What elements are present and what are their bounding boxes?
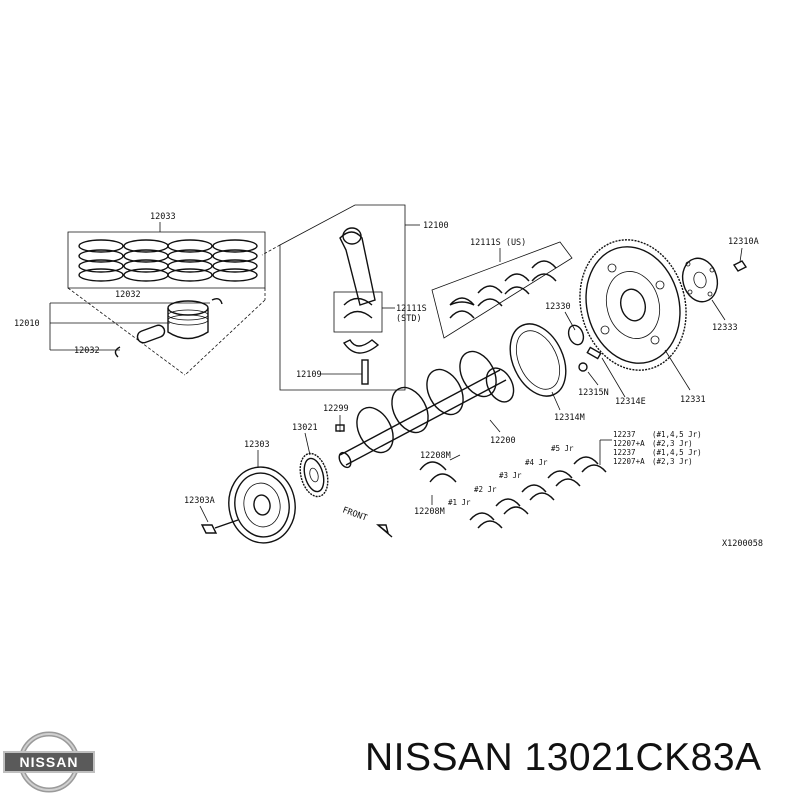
crank-sprocket: 13021 bbox=[292, 423, 329, 498]
piston-ring-set-4 bbox=[212, 239, 258, 282]
label-12033: 12033 bbox=[150, 212, 176, 222]
label-12299: 12299 bbox=[323, 404, 349, 414]
label-12032-lower: 12032 bbox=[74, 346, 100, 356]
front-indicator: FRONT bbox=[341, 505, 393, 538]
label-jr2: #2 Jr bbox=[474, 485, 497, 494]
label-12032-upper: 12032 bbox=[115, 290, 141, 300]
label-13021: 13021 bbox=[292, 423, 318, 433]
label-12310a: 12310A bbox=[728, 237, 759, 247]
piston-ring-set-2 bbox=[123, 239, 169, 282]
piston-ring-set-1 bbox=[78, 239, 124, 282]
main-bearing-group: 12208M 12208M #5 Jr #4 Jr #3 Jr #2 Jr #1… bbox=[414, 430, 702, 529]
label-12109: 12109 bbox=[296, 370, 322, 380]
label-12200: 12200 bbox=[490, 436, 516, 446]
nissan-logo-icon: NISSAN bbox=[3, 731, 95, 793]
svg-text:NISSAN: NISSAN bbox=[20, 754, 79, 770]
label-front: FRONT bbox=[341, 505, 368, 523]
label-12237-a-note: (#1,4,5 Jr) bbox=[652, 430, 702, 439]
label-12315n: 12315N bbox=[578, 388, 609, 398]
label-12207a-b-note: (#2,3 Jr) bbox=[652, 457, 693, 466]
crankshaft: 12200 12299 bbox=[323, 350, 516, 469]
crank-bearing-us-group: 12111S (US) bbox=[431, 238, 573, 339]
label-jr5: #5 Jr bbox=[551, 444, 574, 453]
label-12314m: 12314M bbox=[554, 413, 585, 423]
drive-plate-group: 12331 12333 12310A bbox=[579, 237, 759, 405]
label-12111s-std: 12111S bbox=[396, 304, 427, 314]
part-number-caption: NISSAN 13021CK83A bbox=[365, 736, 762, 779]
front-arrow-icon bbox=[376, 524, 393, 538]
label-12208m-lower: 12208M bbox=[414, 507, 445, 517]
label-std-note: (STD) bbox=[396, 314, 422, 324]
piston-rings-group: 12033 bbox=[67, 212, 266, 289]
connecting-rod-group: 12100 12111S (STD) 12109 bbox=[261, 204, 449, 391]
label-jr1: #1 Jr bbox=[448, 498, 471, 507]
label-12207a-a: 12207+A bbox=[613, 439, 645, 448]
diagram-code: X1200058 bbox=[722, 539, 763, 549]
crank-pulley: 12303 12303A bbox=[184, 440, 296, 544]
label-12010: 12010 bbox=[14, 319, 40, 329]
label-jr4: #4 Jr bbox=[525, 458, 548, 467]
label-12237-a: 12237 bbox=[613, 430, 636, 439]
label-12314e: 12314E bbox=[615, 397, 646, 407]
label-12207a-a-note: (#2,3 Jr) bbox=[652, 439, 693, 448]
label-12111s-us: 12111S (US) bbox=[470, 238, 526, 248]
label-12100: 12100 bbox=[423, 221, 449, 231]
label-12237-b: 12237 bbox=[613, 448, 636, 457]
label-12333: 12333 bbox=[712, 323, 738, 333]
label-jr3: #3 Jr bbox=[499, 471, 522, 480]
label-12303: 12303 bbox=[244, 440, 270, 450]
label-12207a-b: 12207+A bbox=[613, 457, 645, 466]
label-12331: 12331 bbox=[680, 395, 706, 405]
piston-assembly: 12010 12032 12032 bbox=[14, 287, 266, 376]
label-12303a: 12303A bbox=[184, 496, 215, 506]
label-12208m-upper: 12208M bbox=[420, 451, 451, 461]
piston-ring-set-3 bbox=[167, 239, 213, 282]
label-12237-b-note: (#1,4,5 Jr) bbox=[652, 448, 702, 457]
label-12330: 12330 bbox=[545, 302, 571, 312]
seal-group: 12330 12314M 12315N 12314E bbox=[509, 302, 646, 423]
